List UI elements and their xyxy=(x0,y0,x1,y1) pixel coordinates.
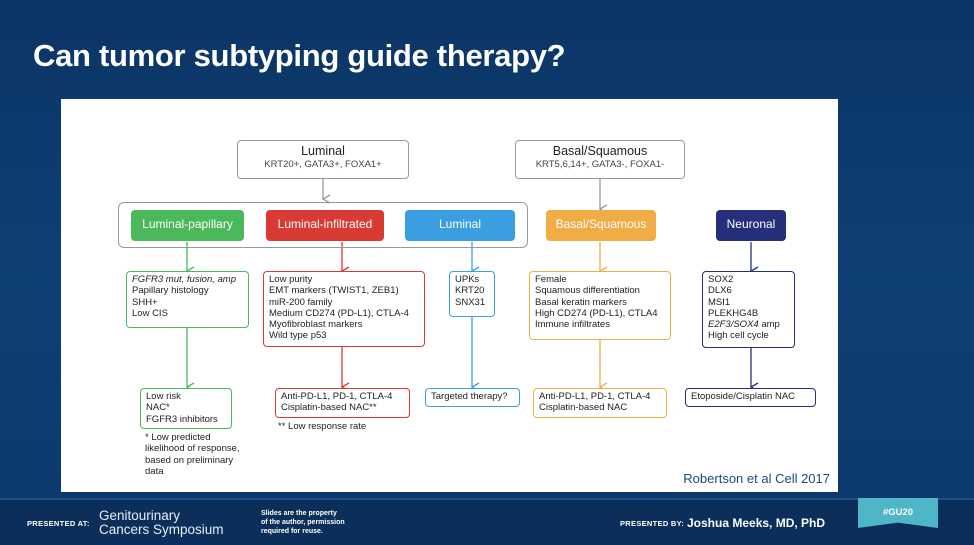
therapy-lu-0: Targeted therapy? xyxy=(431,391,508,402)
feature-lp-1: Papillary histology xyxy=(132,285,209,297)
rights-line-1: Slides are the property xyxy=(261,510,337,517)
feature-li-5: Wild type p53 xyxy=(269,330,327,342)
subtype-luminal-infiltrated: Luminal-infiltrated xyxy=(266,210,384,241)
feature-lp-3: Low CIS xyxy=(132,307,168,319)
feature-bs-0: Female xyxy=(535,274,567,285)
feature-ne-5: High cell cycle xyxy=(708,330,769,342)
therapy-luminal: Targeted therapy? xyxy=(425,388,520,407)
feature-li-1: EMT markers (TWIST1, ZEB1) xyxy=(269,285,399,297)
symposium-line-2: Cancers Symposium xyxy=(99,522,224,537)
subtype-luminal: Luminal xyxy=(405,210,515,241)
feature-ne-2: MSI1 xyxy=(708,296,731,308)
luminal-header-markers: KRT20+, GATA3+, FOXA1+ xyxy=(264,159,382,170)
presenter-name: Joshua Meeks, MD, PhD xyxy=(687,516,826,530)
feature-bs-3: High CD274 (PD-L1), CTLA4 xyxy=(535,307,658,319)
therapy-basal-squamous: Anti-PD-L1, PD-1, CTLA-4 Cisplatin-based… xyxy=(533,388,667,418)
therapy-li-0: Anti-PD-L1, PD-1, CTLA-4 xyxy=(281,391,393,402)
subtype-basal-squamous: Basal/Squamous xyxy=(546,210,656,241)
feature-li-2: miR-200 family xyxy=(269,296,333,308)
presented-by-label: PRESENTED BY: xyxy=(620,519,685,528)
diagram-panel: Luminal KRT20+, GATA3+, FOXA1+ Basal/Squ… xyxy=(61,99,838,492)
therapy-bs-0: Anti-PD-L1, PD-1, CTLA-4 xyxy=(539,391,651,402)
therapy-ne-0: Etoposide/Cisplatin NAC xyxy=(691,391,796,402)
subtype-luminal-papillary: Luminal-papillary xyxy=(131,210,244,241)
subtype-neuronal: Neuronal xyxy=(716,210,786,241)
footnote-single-1: likelihood of response, xyxy=(145,443,240,455)
footnote-single-0: * Low predicted xyxy=(145,432,211,443)
feature-lu-0: UPKs xyxy=(455,274,480,285)
feature-bs-2: Basal keratin markers xyxy=(535,296,627,308)
features-basal-squamous: Female Squamous differentiation Basal ke… xyxy=(529,271,671,340)
feature-li-0: Low purity xyxy=(269,274,313,285)
symposium-line-1: Genitourinary xyxy=(99,508,181,523)
therapy-luminal-papillary: Low risk NAC* FGFR3 inhibitors xyxy=(140,388,232,429)
footnote-single-3: data xyxy=(145,465,164,477)
connector-lines xyxy=(185,179,759,392)
rights-line-3: required for reuse. xyxy=(261,528,323,535)
feature-ne-1: DLX6 xyxy=(708,285,732,297)
feature-ne-0: SOX2 xyxy=(708,274,734,285)
therapy-bs-1: Cisplatin-based NAC xyxy=(539,402,628,414)
feature-ne-4: E2F3/SOX4 amp xyxy=(708,319,780,331)
therapy-lp-1: NAC* xyxy=(146,402,170,414)
feature-lu-1: KRT20 xyxy=(455,285,485,297)
symposium-name: Genitourinary Cancers Symposium xyxy=(99,509,224,537)
feature-ne-3: PLEKHG4B xyxy=(708,307,759,319)
rights-note: Slides are the property of the author, p… xyxy=(261,509,345,536)
therapy-luminal-infiltrated: Anti-PD-L1, PD-1, CTLA-4 Cisplatin-based… xyxy=(275,388,410,418)
luminal-group-outline xyxy=(118,202,528,248)
citation: Robertson et al Cell 2017 xyxy=(683,471,830,486)
feature-bs-4: Immune infiltrates xyxy=(535,319,610,331)
footnote-single-asterisk: * Low predicted likelihood of response, … xyxy=(145,432,240,477)
features-luminal-infiltrated: Low purity EMT markers (TWIST1, ZEB1) mi… xyxy=(263,271,425,347)
basal-header-title: Basal/Squamous xyxy=(552,144,648,158)
therapy-li-1: Cisplatin-based NAC** xyxy=(281,402,377,414)
presented-at-label: PRESENTED AT: xyxy=(27,519,90,528)
feature-lp-2: SHH+ xyxy=(132,296,158,308)
basal-header-markers: KRT5,6,14+, GATA3-, FOXA1- xyxy=(535,159,665,170)
luminal-header-box: Luminal KRT20+, GATA3+, FOXA1+ xyxy=(237,140,409,179)
feature-lu-2: SNX31 xyxy=(455,296,486,308)
feature-li-3: Medium CD274 (PD-L1), CTLA-4 xyxy=(269,307,409,319)
features-luminal-papillary: FGFR3 mut, fusion, amp Papillary histolo… xyxy=(126,271,249,328)
feature-li-4: Myofibroblast markers xyxy=(269,319,363,331)
footer-bar: PRESENTED AT: Genitourinary Cancers Symp… xyxy=(0,498,974,545)
footnote-single-2: based on preliminary xyxy=(145,454,234,466)
basal-header-box: Basal/Squamous KRT5,6,14+, GATA3-, FOXA1… xyxy=(515,140,685,179)
footnote-double-asterisk: ** Low response rate xyxy=(278,421,367,432)
rights-line-2: of the author, permission xyxy=(261,519,345,526)
slide-title: Can tumor subtyping guide therapy? xyxy=(33,38,566,73)
therapy-neuronal: Etoposide/Cisplatin NAC xyxy=(685,388,816,407)
therapy-lp-2: FGFR3 inhibitors xyxy=(146,413,218,425)
feature-lp-0: FGFR3 mut, fusion, amp xyxy=(132,274,237,285)
luminal-header-title: Luminal xyxy=(301,144,345,158)
features-luminal: UPKs KRT20 SNX31 xyxy=(449,271,495,317)
features-neuronal: SOX2 DLX6 MSI1 PLEKHG4B E2F3/SOX4 amp Hi… xyxy=(702,271,795,348)
feature-bs-1: Squamous differentiation xyxy=(535,285,640,297)
therapy-lp-0: Low risk xyxy=(146,391,181,402)
